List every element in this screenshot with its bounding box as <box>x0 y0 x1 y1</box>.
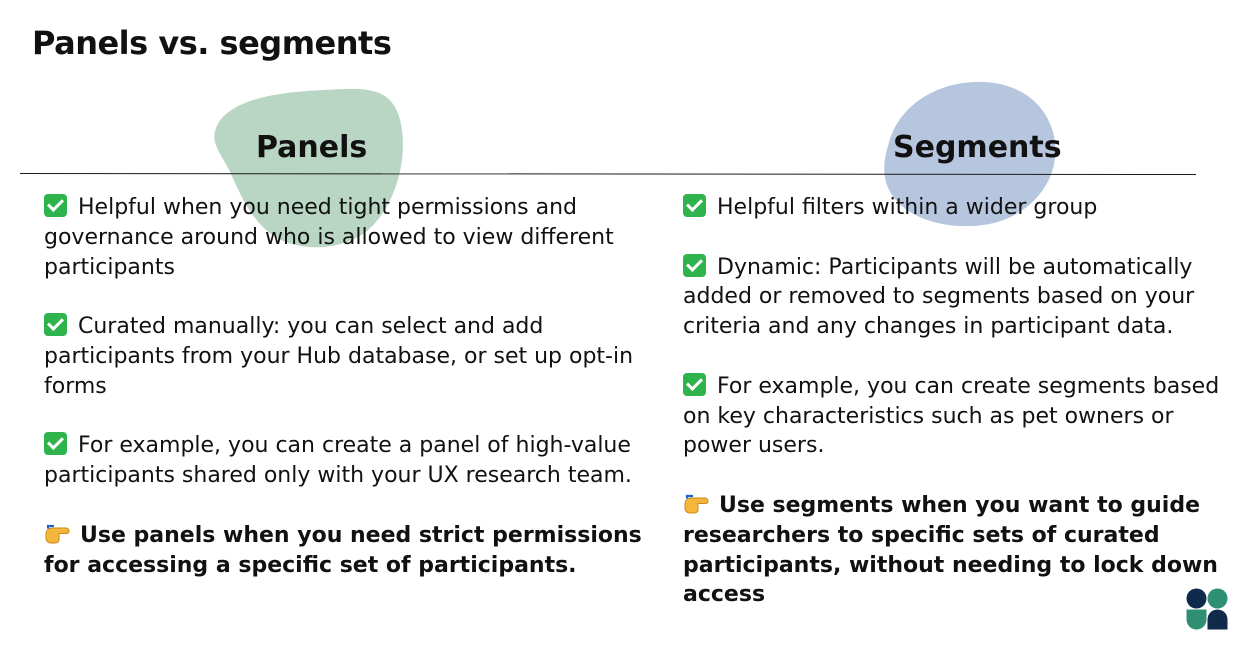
panels-heading: Panels <box>256 130 368 165</box>
segments-point-text: Dynamic: Participants will be automatica… <box>683 254 1195 340</box>
check-mark-icon <box>683 372 706 396</box>
segments-point: For example, you can create segments bas… <box>683 372 1228 461</box>
pointing-hand-icon <box>45 524 70 544</box>
header-divider <box>19 173 1197 176</box>
check-mark-icon <box>44 194 67 217</box>
segments-blob-decoration <box>884 81 1056 226</box>
slide-title: Panels vs. segments <box>32 24 392 62</box>
check-mark-icon <box>683 194 706 217</box>
panels-takeaway-text: Use panels when you need strict permissi… <box>44 522 642 578</box>
panels-point: For example, you can create a panel of h… <box>44 431 644 491</box>
segments-takeaway-text: Use segments when you want to guide rese… <box>683 492 1218 608</box>
check-mark-icon <box>44 432 67 456</box>
segments-takeaway: Use segments when you want to guide rese… <box>683 491 1228 610</box>
segments-point-text: For example, you can create segments bas… <box>683 373 1220 459</box>
segments-column: Helpful filters within a wider group Dyn… <box>683 193 1228 640</box>
panels-point-text: Curated manually: you can select and add… <box>44 314 634 399</box>
panels-blob-decoration <box>214 88 403 248</box>
panels-point-text: Helpful when you need tight permissions … <box>44 195 614 280</box>
segments-point-text: Helpful filters within a wider group <box>717 195 1098 220</box>
check-mark-icon <box>683 253 706 277</box>
panels-column: Helpful when you need tight permissions … <box>44 193 644 610</box>
panels-point: Helpful when you need tight permissions … <box>44 193 644 282</box>
segments-point: Dynamic: Participants will be automatica… <box>683 253 1228 342</box>
segments-point: Helpful filters within a wider group <box>683 193 1228 223</box>
segments-heading: Segments <box>893 130 1062 165</box>
brand-logo-icon <box>1186 588 1228 630</box>
panels-point-text: For example, you can create a panel of h… <box>44 433 632 489</box>
pointing-hand-icon <box>684 494 709 514</box>
panels-takeaway: Use panels when you need strict permissi… <box>44 521 644 581</box>
panels-point: Curated manually: you can select and add… <box>44 312 644 401</box>
check-mark-icon <box>44 313 67 337</box>
